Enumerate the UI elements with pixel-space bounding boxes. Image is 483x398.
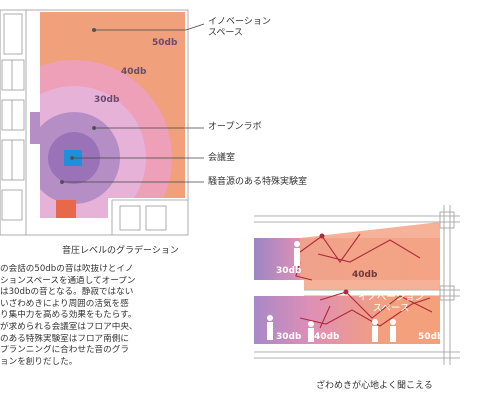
description-text: の会話の50dbの音は吹抜けとイノ ションスペースを通過してオープン は30db… <box>0 264 190 368</box>
sound-arrows <box>295 233 433 329</box>
special-lab <box>56 200 76 218</box>
section-level-upper-right: 40db <box>352 270 378 280</box>
description-line: は30dbの音となる。静寂ではない <box>0 287 134 298</box>
section-level-lower-right: 50db <box>418 332 444 342</box>
description-line: プランニングに合わせた音のグラ <box>0 345 129 356</box>
plan-level-40db: 40db <box>121 67 147 77</box>
section-caption: ざわめきが心地よく聞こえる <box>316 381 433 391</box>
description-line: ョンを創りだした。 <box>0 356 78 367</box>
callout-meeting-room: 会議室 <box>208 153 236 163</box>
section-level-lower-left: 30db <box>276 332 302 342</box>
plan-caption: 音圧レベルのグラデーション <box>62 246 179 256</box>
description-line: いざわめきにより周囲の活気を感 <box>0 298 129 309</box>
section-level-upper-left: 30db <box>276 266 302 276</box>
callout-open-lab: オープンラボ <box>208 122 262 132</box>
leader-lines <box>62 23 205 183</box>
plan-level-30db: 30db <box>94 95 120 105</box>
people-figures <box>267 241 396 342</box>
description-line: ションスペースを通過してオープン <box>0 275 136 286</box>
callout-innovation-line1: イノベーション <box>208 17 271 27</box>
sound-sources <box>319 233 349 295</box>
description-line: が求められる会議室はフロア中央、 <box>0 321 138 332</box>
description-line: のある特殊実験室はフロア南側に <box>0 333 129 344</box>
description-line: の会話の50dbの音は吹抜けとイノ <box>0 264 134 274</box>
callout-innovation-line2: スペース <box>208 28 243 38</box>
plan-level-50db: 50db <box>152 38 178 48</box>
description-line: り集中力を高める効果をもたらす。 <box>0 310 137 321</box>
section-lower-floor <box>254 296 440 344</box>
callout-special-lab: 騒音源のある特殊実験室 <box>208 177 308 187</box>
section-space-label: イノベーション スペース <box>356 292 426 314</box>
section-level-lower-mid: 40db <box>314 332 340 342</box>
section-space-label-line2: スペース <box>372 303 410 314</box>
plan-walls <box>0 9 189 236</box>
section-space-label-line1: イノベーション <box>357 292 425 303</box>
